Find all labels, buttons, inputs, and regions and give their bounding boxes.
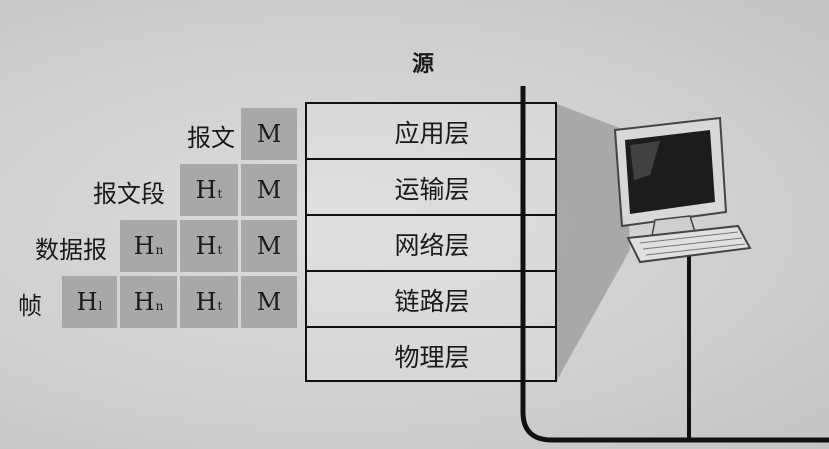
- cell-text: H: [133, 232, 155, 260]
- cell-frame-m: M: [241, 276, 297, 328]
- cell-text: M: [256, 288, 282, 316]
- cell-sub: l: [98, 299, 103, 313]
- projection-cone: [557, 104, 630, 380]
- protocol-stack: [305, 102, 557, 382]
- cell-sub: n: [155, 299, 164, 313]
- cell-text: H: [195, 176, 217, 204]
- cell-text: H: [133, 288, 155, 316]
- cell-sub: t: [217, 243, 223, 257]
- cell-text: M: [256, 232, 282, 260]
- cell-text: M: [256, 120, 282, 148]
- row-label-message: 报文: [187, 124, 235, 152]
- cell-text: M: [256, 176, 282, 204]
- cell-sub: n: [155, 243, 164, 257]
- row-label-datagram: 数据报: [35, 236, 107, 264]
- link-line: [520, 86, 829, 443]
- cell-sub: t: [217, 187, 223, 201]
- layer-divider: [305, 214, 557, 216]
- layer-physical: 物理层: [394, 342, 470, 372]
- layer-application: 应用层: [394, 118, 470, 148]
- layer-link: 链路层: [394, 286, 470, 316]
- layer-divider: [305, 270, 557, 272]
- layer-transport: 运输层: [394, 174, 470, 204]
- source-label: 源: [412, 52, 435, 77]
- cell-text: H: [195, 232, 217, 260]
- row-label-frame: 帧: [18, 292, 42, 320]
- cell-message-m: M: [241, 108, 297, 160]
- layer-divider: [305, 326, 557, 328]
- cell-sub: t: [217, 299, 223, 313]
- cell-segment-m: M: [241, 164, 297, 216]
- cell-text: H: [76, 288, 98, 316]
- row-label-segment: 报文段: [93, 180, 165, 208]
- layer-network: 网络层: [394, 230, 470, 260]
- computer-icon: [613, 116, 752, 264]
- cell-datagram-m: M: [241, 220, 297, 272]
- layer-divider: [305, 158, 557, 160]
- cell-text: H: [195, 288, 217, 316]
